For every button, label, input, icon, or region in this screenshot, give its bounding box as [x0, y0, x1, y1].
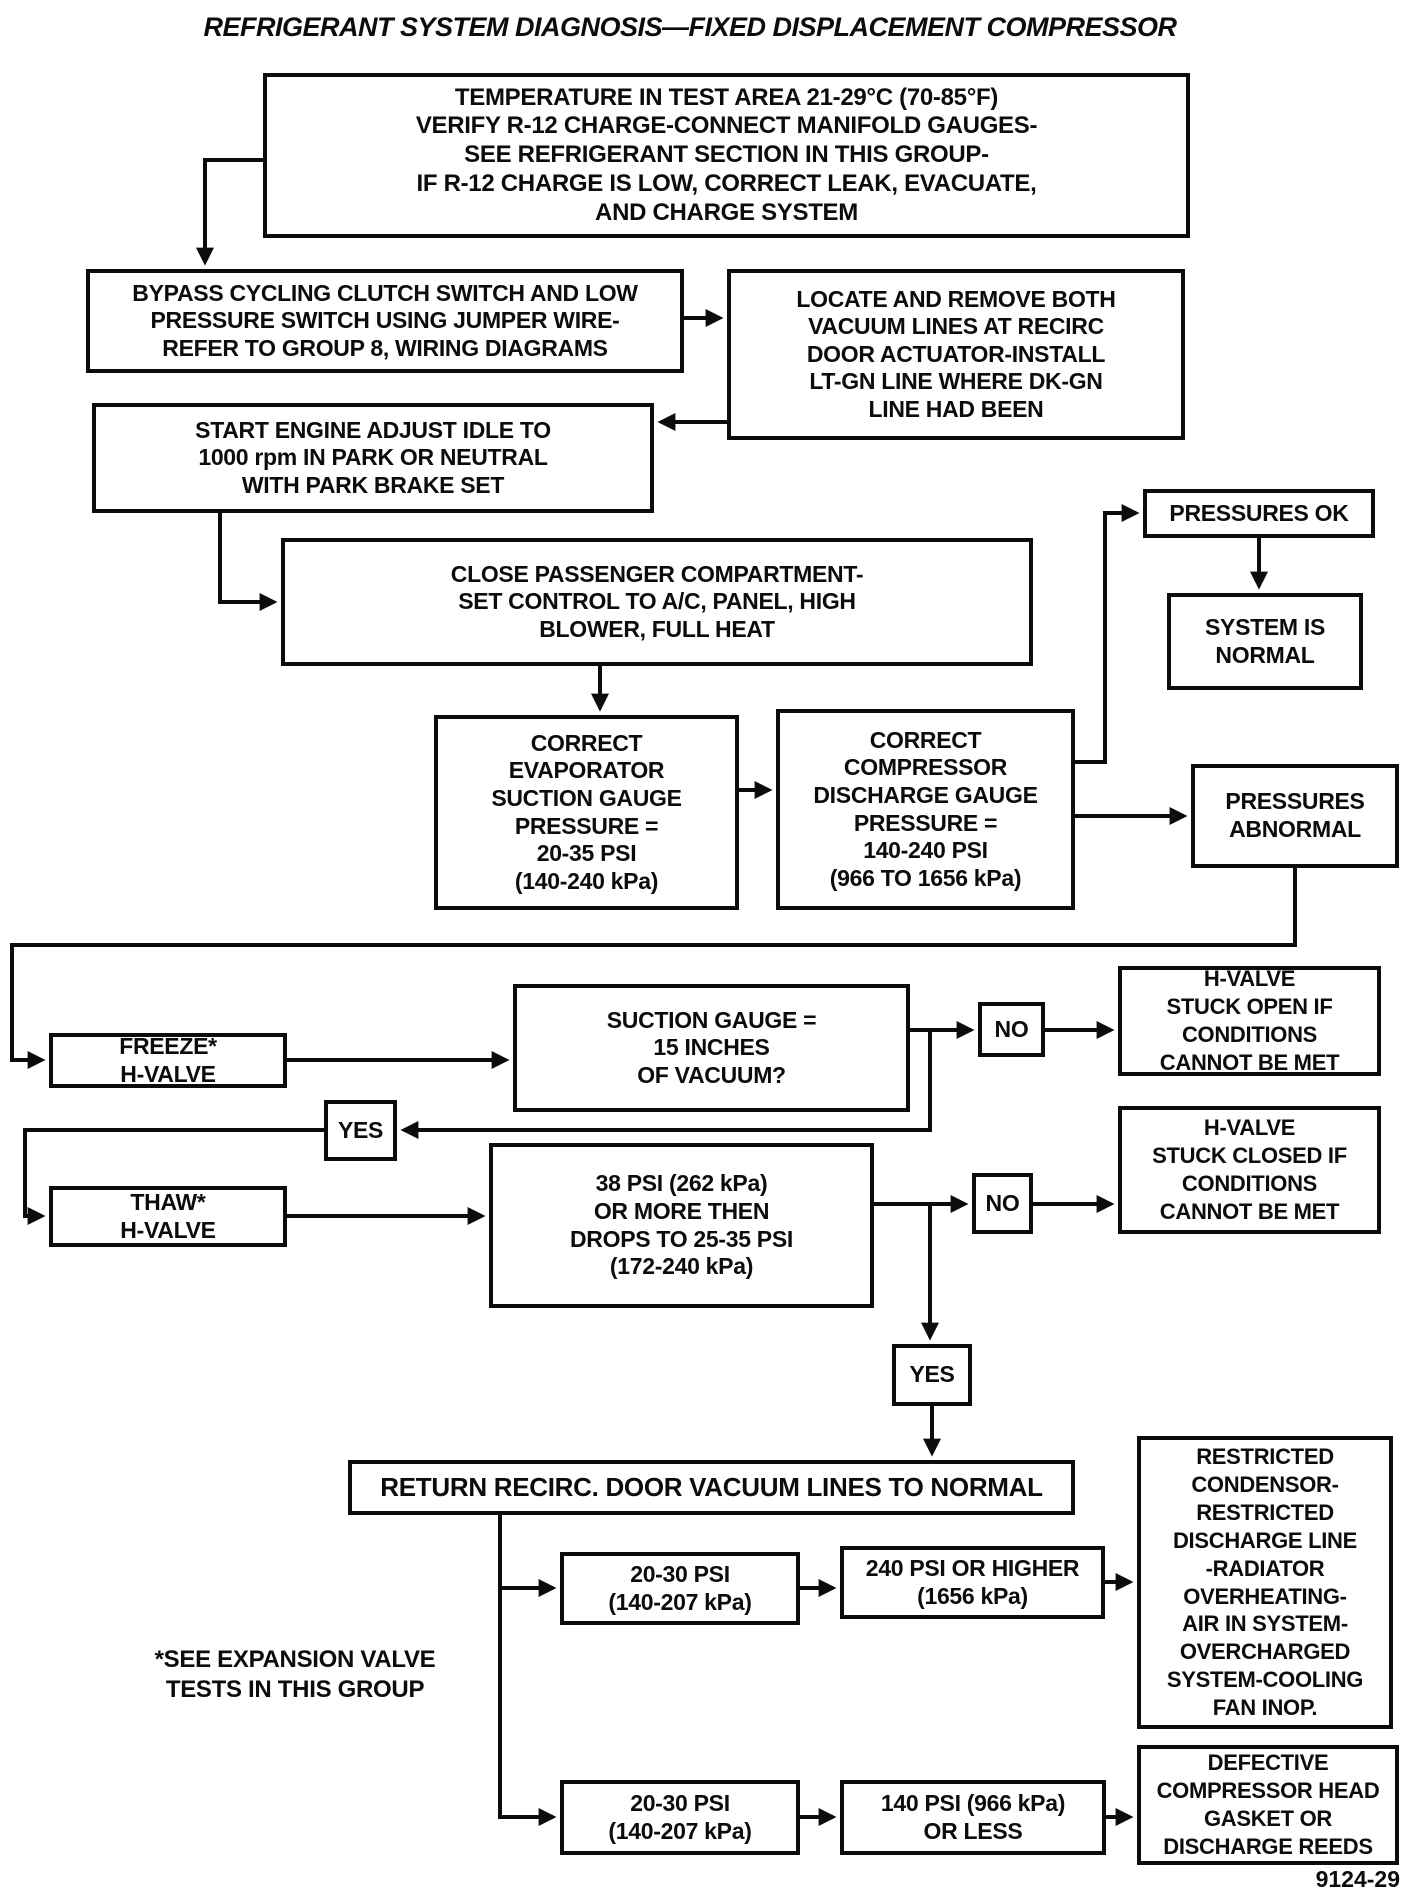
connector-start-engine-to-close — [218, 513, 278, 611]
flow-box-yes-1: YES — [324, 1100, 397, 1161]
flow-box-no-1: NO — [978, 1002, 1045, 1057]
flow-box-240-psi-higher: 240 PSI OR HIGHER (1656 kPa) — [840, 1546, 1105, 1619]
flow-box-pressures-ok: PRESSURES OK — [1143, 489, 1375, 538]
flow-box-system-normal: SYSTEM IS NORMAL — [1167, 593, 1363, 690]
flow-box-close-compartment: CLOSE PASSENGER COMPARTMENT- SET CONTROL… — [281, 538, 1033, 666]
flow-box-vacuum-lines: LOCATE AND REMOVE BOTH VACUUM LINES AT R… — [727, 269, 1185, 440]
flow-box-suction-gauge-question: SUCTION GAUGE = 15 INCHES OF VACUUM? — [513, 984, 910, 1112]
flow-box-bypass-switch: BYPASS CYCLING CLUTCH SWITCH AND LOW PRE… — [86, 269, 684, 373]
flow-box-pressures-abnormal: PRESSURES ABNORMAL — [1191, 764, 1399, 868]
flow-box-start-engine: START ENGINE ADJUST IDLE TO 1000 rpm IN … — [92, 403, 654, 513]
flow-box-defective-compressor: DEFECTIVE COMPRESSOR HEAD GASKET OR DISC… — [1137, 1745, 1399, 1865]
flow-box-yes-2: YES — [892, 1344, 972, 1406]
connector-compressor-to-pressures-ok — [1075, 504, 1140, 764]
flow-box-no-2: NO — [972, 1173, 1033, 1234]
flow-box-return-vacuum-lines: RETURN RECIRC. DOOR VACUUM LINES TO NORM… — [348, 1460, 1075, 1515]
flow-box-compressor-pressure: CORRECT COMPRESSOR DISCHARGE GAUGE PRESS… — [776, 709, 1075, 910]
flow-box-h-valve-stuck-open: H-VALVE STUCK OPEN IF CONDITIONS CANNOT … — [1118, 966, 1381, 1076]
figure-number: 9124-29 — [1315, 1866, 1400, 1892]
flow-box-h-valve-stuck-closed: H-VALVE STUCK CLOSED IF CONDITIONS CANNO… — [1118, 1106, 1381, 1234]
connector-return-trunk-to-psi-low — [498, 1515, 557, 1826]
flow-box-140-psi-less: 140 PSI (966 kPa) OR LESS — [840, 1780, 1106, 1855]
flow-box-20-30-psi-high: 20-30 PSI (140-207 kPa) — [560, 1552, 800, 1625]
flow-box-freeze-h-valve: FREEZE* H-VALVE — [49, 1033, 287, 1088]
connector-temperature-to-bypass — [196, 158, 263, 266]
flow-box-20-30-psi-low: 20-30 PSI (140-207 kPa) — [560, 1780, 800, 1855]
footnote-expansion-valve: *SEE EXPANSION VALVE TESTS IN THIS GROUP — [154, 1646, 436, 1703]
flow-box-temperature-check: TEMPERATURE IN TEST AREA 21-29°C (70-85°… — [263, 73, 1190, 238]
flow-box-thaw-h-valve: THAW* H-VALVE — [49, 1186, 287, 1247]
flow-box-38-psi: 38 PSI (262 kPa) OR MORE THEN DROPS TO 2… — [489, 1143, 874, 1308]
flow-box-evaporator-pressure: CORRECT EVAPORATOR SUCTION GAUGE PRESSUR… — [434, 715, 739, 910]
flow-box-restricted-condensor: RESTRICTED CONDENSOR- RESTRICTED DISCHAR… — [1137, 1436, 1393, 1729]
diagram-title: REFRIGERANT SYSTEM DIAGNOSIS—FIXED DISPL… — [203, 12, 1177, 42]
